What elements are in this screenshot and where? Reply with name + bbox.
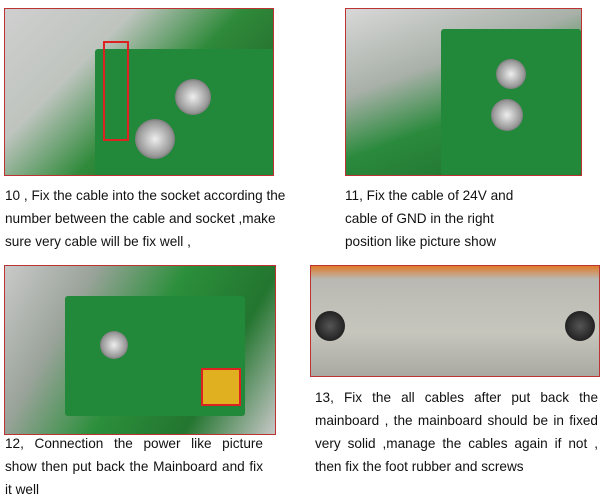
photo-step-11 xyxy=(345,8,582,176)
photo-step-10 xyxy=(4,8,274,176)
step-11-text: 11, Fix the cable of 24V and cable of GN… xyxy=(345,188,514,249)
step-12-text: 12, Connection the power like picture sh… xyxy=(5,436,263,497)
photo-step-12 xyxy=(4,265,276,435)
foot-rubber xyxy=(565,311,595,341)
step-13-text: 13, Fix the all cables after put back th… xyxy=(315,390,598,474)
capacitor xyxy=(496,59,526,89)
foot-rubber xyxy=(315,311,345,341)
step-10-text: 10 , Fix the cable into the socket accor… xyxy=(5,188,286,249)
capacitor xyxy=(175,79,211,115)
capacitor xyxy=(491,99,523,131)
capacitor xyxy=(100,331,128,359)
socket-highlight xyxy=(103,41,129,141)
photo-step-13 xyxy=(310,265,600,377)
power-connector-highlight xyxy=(201,368,241,406)
capacitor xyxy=(135,119,175,159)
